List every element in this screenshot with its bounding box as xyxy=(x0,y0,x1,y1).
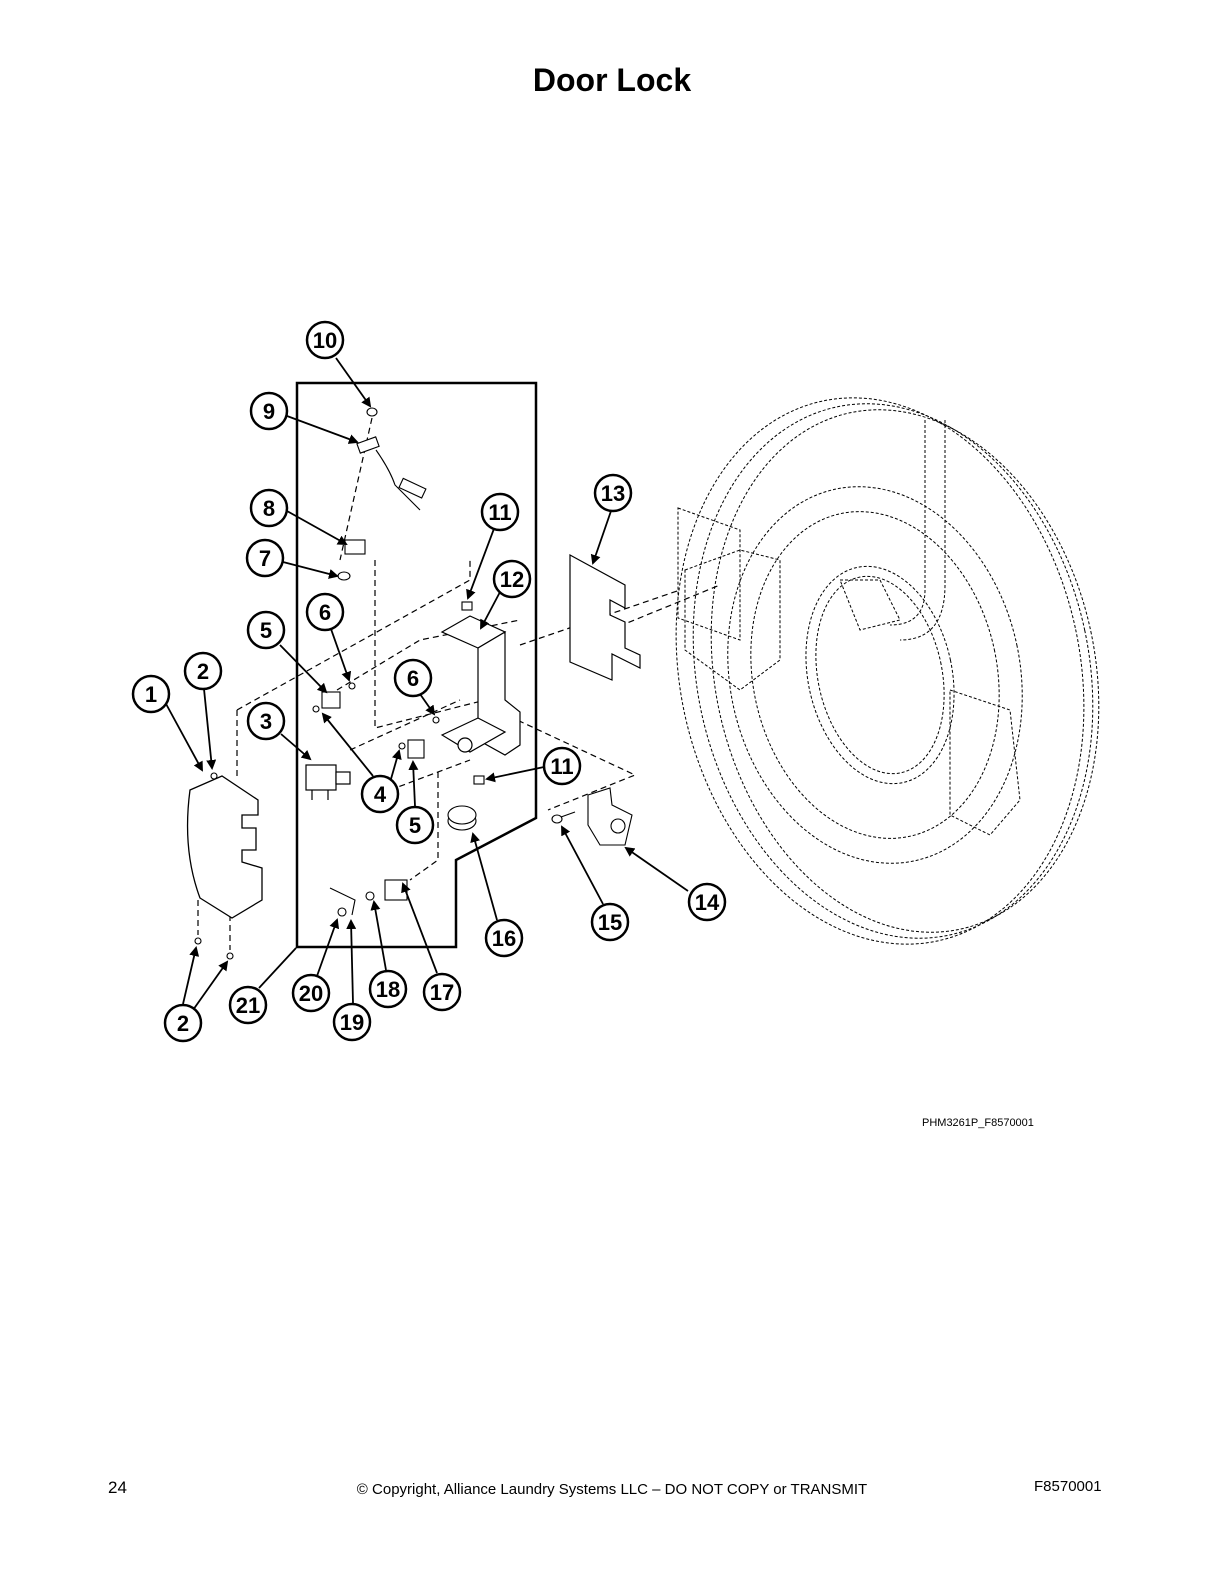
svg-text:11: 11 xyxy=(550,754,573,779)
callout-4: 4 xyxy=(360,774,400,814)
cover-part-1 xyxy=(186,775,263,919)
callout-5-upper: 5 xyxy=(246,610,286,650)
svg-text:13: 13 xyxy=(601,481,625,506)
svg-text:11: 11 xyxy=(488,500,511,525)
callout-13: 13 xyxy=(593,473,633,513)
callout-12: 12 xyxy=(492,559,532,599)
callout-11-upper: 11 xyxy=(480,492,520,532)
svg-text:15: 15 xyxy=(598,910,622,935)
mounting-panel-outline xyxy=(295,381,538,949)
svg-text:14: 14 xyxy=(695,890,720,915)
svg-text:20: 20 xyxy=(299,981,323,1006)
callout-9: 9 xyxy=(249,391,289,431)
callout-6-left: 6 xyxy=(305,592,345,632)
callout-5-lower: 5 xyxy=(395,805,435,845)
svg-text:9: 9 xyxy=(263,399,275,424)
copyright-notice: © Copyright, Alliance Laundry Systems LL… xyxy=(356,1481,868,1498)
leader-arrows xyxy=(164,357,689,1011)
svg-text:7: 7 xyxy=(259,546,271,571)
callout-19: 19 xyxy=(332,1002,372,1042)
callout-1: 1 xyxy=(131,674,171,714)
svg-text:2: 2 xyxy=(197,659,209,684)
callout-18: 18 xyxy=(368,969,408,1009)
callout-17: 17 xyxy=(422,972,462,1012)
small-parts xyxy=(194,407,633,960)
callout-11-lower: 11 xyxy=(542,746,582,786)
svg-text:19: 19 xyxy=(340,1010,364,1035)
callout-6-right: 6 xyxy=(393,658,433,698)
svg-text:21: 21 xyxy=(236,993,260,1018)
svg-text:6: 6 xyxy=(319,600,331,625)
svg-text:6: 6 xyxy=(407,666,419,691)
callout-15: 15 xyxy=(590,902,630,942)
svg-text:5: 5 xyxy=(260,618,272,643)
callout-14: 14 xyxy=(687,882,727,922)
callout-7: 7 xyxy=(245,538,285,578)
svg-text:8: 8 xyxy=(263,496,275,521)
callout-16: 16 xyxy=(484,918,524,958)
svg-text:2: 2 xyxy=(177,1011,189,1036)
callout-10: 10 xyxy=(305,320,345,360)
solenoid-part-3 xyxy=(305,764,351,800)
svg-text:17: 17 xyxy=(430,980,454,1005)
drum-assembly xyxy=(675,397,1100,945)
page-title: Door Lock xyxy=(532,62,692,98)
svg-text:10: 10 xyxy=(313,328,337,353)
svg-text:5: 5 xyxy=(409,813,421,838)
callout-3: 3 xyxy=(246,701,286,741)
svg-text:1: 1 xyxy=(145,682,157,707)
mounting-plate-13 xyxy=(569,553,641,681)
bracket-12 xyxy=(440,615,521,756)
drawing-id: PHM3261P_F8570001 xyxy=(922,1117,1034,1129)
svg-text:4: 4 xyxy=(374,782,387,807)
callout-2-bottom: 2 xyxy=(163,1003,203,1043)
svg-text:16: 16 xyxy=(492,926,516,951)
page-number: 24 xyxy=(108,1478,127,1497)
callout-21: 21 xyxy=(228,985,268,1025)
callout-2-top: 2 xyxy=(183,651,223,691)
document-number: F8570001 xyxy=(1034,1478,1102,1495)
svg-text:18: 18 xyxy=(376,977,400,1002)
svg-text:3: 3 xyxy=(260,709,272,734)
callout-20: 20 xyxy=(291,973,331,1013)
svg-text:12: 12 xyxy=(500,567,524,592)
callout-8: 8 xyxy=(249,488,289,528)
